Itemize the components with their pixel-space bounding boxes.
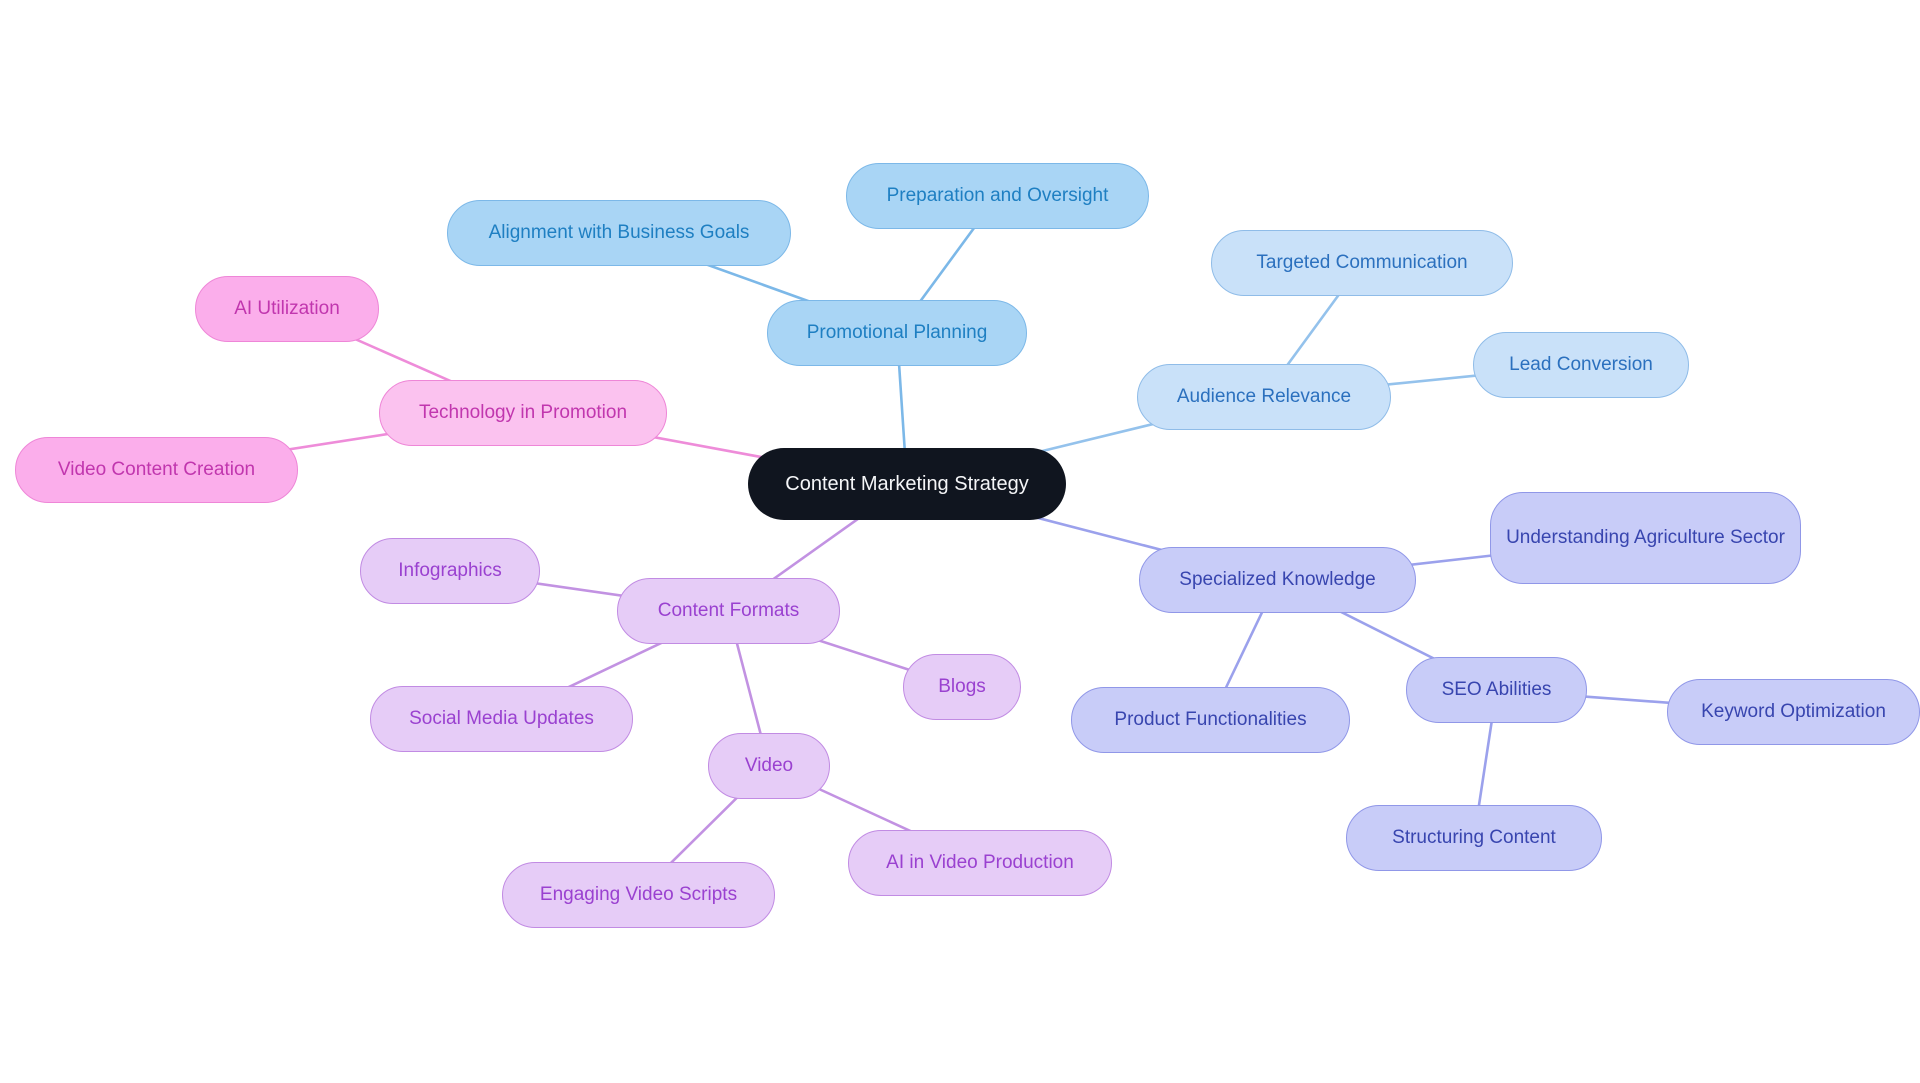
node-technology-promotion[interactable]: Technology in Promotion <box>379 380 667 446</box>
node-video-content-creation[interactable]: Video Content Creation <box>15 437 298 503</box>
node-label: SEO Abilities <box>1441 679 1552 701</box>
node-content-formats[interactable]: Content Formats <box>617 578 840 644</box>
node-engaging-video-scripts[interactable]: Engaging Video Scripts <box>502 862 775 928</box>
node-label: AI Utilization <box>234 298 340 320</box>
node-label: Promotional Planning <box>806 322 988 344</box>
node-label: Lead Conversion <box>1509 354 1653 376</box>
node-label: Structuring Content <box>1392 827 1556 849</box>
node-video[interactable]: Video <box>708 733 830 799</box>
node-label: Video Content Creation <box>57 459 256 481</box>
node-label: Targeted Communication <box>1256 252 1468 274</box>
node-root[interactable]: Content Marketing Strategy <box>748 448 1066 520</box>
node-label: AI in Video Production <box>886 852 1074 874</box>
node-lead-conversion[interactable]: Lead Conversion <box>1473 332 1689 398</box>
node-label: Video <box>744 755 794 777</box>
node-structuring-content[interactable]: Structuring Content <box>1346 805 1602 871</box>
node-product-functionalities[interactable]: Product Functionalities <box>1071 687 1350 753</box>
node-label: Content Formats <box>657 600 800 622</box>
node-label: Specialized Knowledge <box>1179 569 1376 591</box>
node-seo-abilities[interactable]: SEO Abilities <box>1406 657 1587 723</box>
node-blogs[interactable]: Blogs <box>903 654 1021 720</box>
node-social-media-updates[interactable]: Social Media Updates <box>370 686 633 752</box>
node-label: Content Marketing Strategy <box>785 472 1029 495</box>
node-alignment-goals[interactable]: Alignment with Business Goals <box>447 200 791 266</box>
node-ai-video-production[interactable]: AI in Video Production <box>848 830 1112 896</box>
node-label: Blogs <box>938 676 986 698</box>
node-promotional-planning[interactable]: Promotional Planning <box>767 300 1027 366</box>
node-specialized-knowledge[interactable]: Specialized Knowledge <box>1139 547 1416 613</box>
node-preparation-oversight[interactable]: Preparation and Oversight <box>846 163 1149 229</box>
node-infographics[interactable]: Infographics <box>360 538 540 604</box>
node-understanding-agriculture[interactable]: Understanding Agriculture Sector <box>1490 492 1801 584</box>
node-label: Audience Relevance <box>1176 386 1352 408</box>
node-ai-utilization[interactable]: AI Utilization <box>195 276 379 342</box>
node-label: Technology in Promotion <box>418 402 628 424</box>
node-label: Understanding Agriculture Sector <box>1506 527 1785 549</box>
node-label: Preparation and Oversight <box>886 185 1109 207</box>
node-label: Infographics <box>398 560 502 582</box>
node-targeted-communication[interactable]: Targeted Communication <box>1211 230 1513 296</box>
node-label: Social Media Updates <box>409 708 594 730</box>
node-keyword-optimization[interactable]: Keyword Optimization <box>1667 679 1920 745</box>
node-label: Product Functionalities <box>1114 709 1307 731</box>
node-label: Keyword Optimization <box>1701 701 1886 723</box>
node-label: Alignment with Business Goals <box>488 222 750 244</box>
node-label: Engaging Video Scripts <box>539 884 738 906</box>
node-audience-relevance[interactable]: Audience Relevance <box>1137 364 1391 430</box>
